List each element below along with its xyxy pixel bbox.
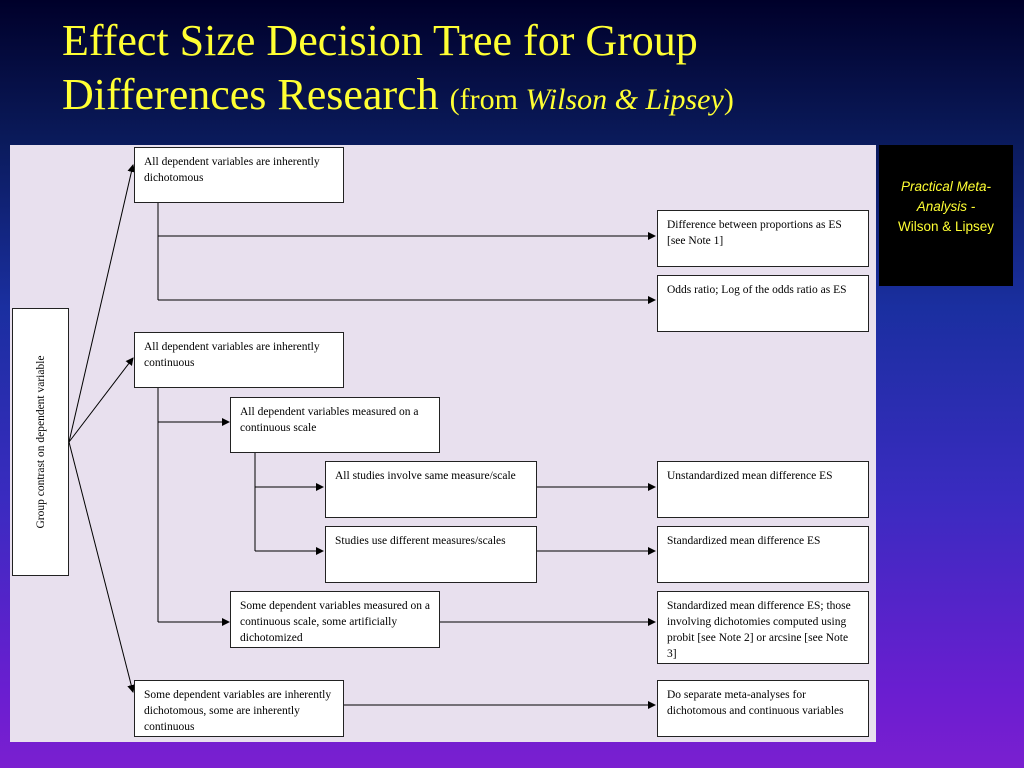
node-same-measure: All studies involve same measure/scale bbox=[325, 461, 537, 518]
title-line-2: Differences Research (from Wilson & Lips… bbox=[62, 68, 962, 127]
arrow-root-to-continuous bbox=[68, 357, 134, 443]
side-note-plain: Wilson & Lipsey bbox=[897, 219, 995, 234]
node-continuous-scale: All dependent variables measured on a co… bbox=[230, 397, 440, 453]
node-std-mean-diff-probit: Standardized mean difference ES; those i… bbox=[657, 591, 869, 664]
title-close-paren: ) bbox=[723, 83, 734, 116]
node-continuous: All dependent variables are inherently c… bbox=[134, 332, 344, 388]
title-line-1: Effect Size Decision Tree for Group bbox=[62, 16, 698, 65]
side-note-italic: Practical Meta-Analysis - bbox=[900, 179, 992, 214]
node-mixed: Some dependent variables are inherently … bbox=[134, 680, 344, 737]
title-source: (from Wilson & Lipsey) bbox=[450, 83, 734, 116]
node-unstd-mean-diff: Unstandardized mean difference ES bbox=[657, 461, 869, 518]
side-note: Practical Meta-Analysis - Wilson & Lipse… bbox=[879, 145, 1013, 286]
node-odds-ratio: Odds ratio; Log of the odds ratio as ES bbox=[657, 275, 869, 332]
node-some-dichotomized: Some dependent variables measured on a c… bbox=[230, 591, 440, 648]
title-authors: Wilson & Lipsey bbox=[525, 83, 724, 116]
arrow-root-to-dichotomous bbox=[68, 164, 136, 443]
connector-lines bbox=[68, 164, 656, 709]
root-node-label: Group contrast on dependent variable bbox=[34, 355, 47, 529]
node-diff-measures: Studies use different measures/scales bbox=[325, 526, 537, 583]
decision-tree-panel: Group contrast on dependent variable All… bbox=[10, 145, 876, 742]
node-std-mean-diff: Standardized mean difference ES bbox=[657, 526, 869, 583]
title-from: (from bbox=[449, 83, 518, 116]
node-dichotomous: All dependent variables are inherently d… bbox=[134, 147, 344, 203]
title-line-2-main: Differences Research bbox=[62, 70, 439, 119]
slide-title: Effect Size Decision Tree for Group Diff… bbox=[62, 14, 962, 127]
root-node: Group contrast on dependent variable bbox=[12, 308, 69, 576]
node-diff-proportions: Difference between proportions as ES [se… bbox=[657, 210, 869, 267]
node-separate-meta: Do separate meta-analyses for dichotomou… bbox=[657, 680, 869, 737]
arrow-root-to-mixed bbox=[68, 441, 136, 693]
